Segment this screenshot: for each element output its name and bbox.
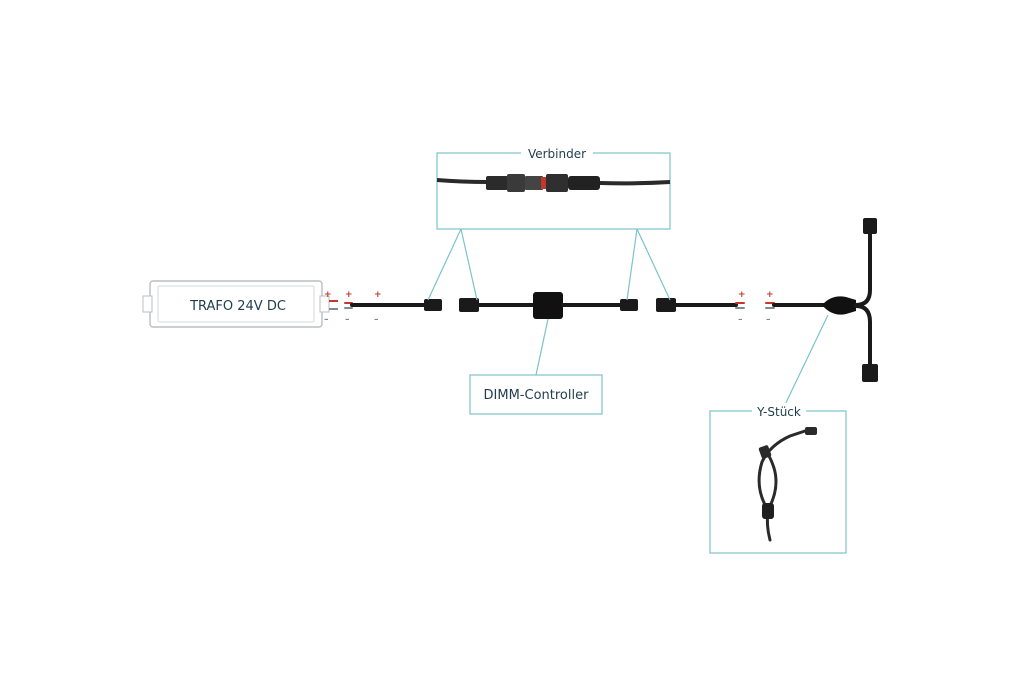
connector-female bbox=[459, 298, 479, 312]
trafo-left-tab bbox=[142, 295, 153, 313]
minus-sign: – bbox=[766, 315, 771, 325]
y-stueck-callout: Y-Stück bbox=[709, 314, 847, 554]
verbinder-connector-image bbox=[436, 174, 671, 192]
polarity-marks-end: + – + – bbox=[738, 290, 774, 325]
trafo-inner-frame bbox=[157, 285, 315, 323]
connector-female bbox=[863, 218, 877, 234]
plus-sign: + bbox=[738, 290, 746, 300]
minus-sign: – bbox=[345, 315, 350, 325]
plus-sign: + bbox=[374, 290, 382, 300]
y-stueck-label: Y-Stück bbox=[756, 405, 801, 419]
minus-sign: – bbox=[324, 315, 329, 325]
trafo-label: TRAFO 24V DC bbox=[189, 299, 286, 314]
connector-female bbox=[862, 364, 878, 382]
verbinder-label: Verbinder bbox=[528, 147, 586, 161]
dimm-controller-callout: DIMM-Controller bbox=[469, 318, 603, 415]
main-cable bbox=[344, 218, 878, 382]
trafo-unit: TRAFO 24V DC bbox=[142, 280, 338, 328]
dimm-controller-box-label bbox=[469, 374, 603, 415]
plus-sign: + bbox=[766, 290, 774, 300]
plus-sign: + bbox=[324, 290, 332, 300]
dimm-controller-box bbox=[533, 292, 563, 319]
connector-male bbox=[620, 299, 638, 311]
minus-sign: – bbox=[374, 315, 379, 325]
verbinder-callout: Verbinder bbox=[427, 145, 671, 301]
polarity-marks-trafo: + – + – + – bbox=[324, 290, 382, 325]
y-junction bbox=[822, 296, 856, 315]
trafo-right-tab bbox=[319, 295, 330, 313]
connector-male bbox=[424, 299, 442, 311]
y-stueck-image bbox=[757, 427, 817, 542]
connector-female bbox=[656, 298, 676, 312]
dimm-controller-label: DIMM-Controller bbox=[484, 388, 590, 403]
y-stueck-box bbox=[709, 410, 847, 554]
minus-sign: – bbox=[738, 315, 743, 325]
plus-sign: + bbox=[345, 290, 353, 300]
